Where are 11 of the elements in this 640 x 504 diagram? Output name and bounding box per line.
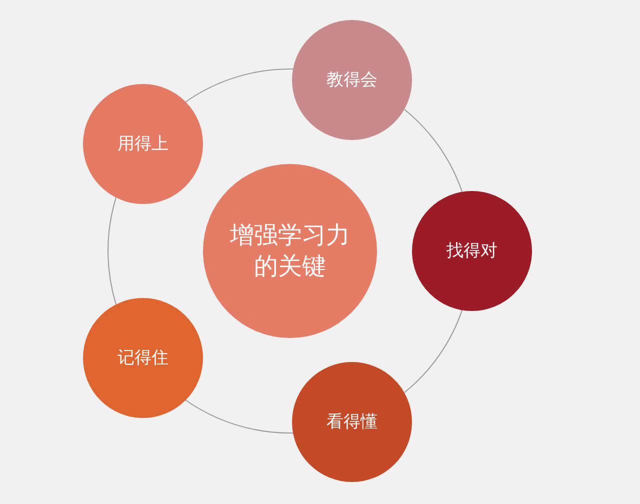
ring-arc [404,109,463,192]
ring-arc [108,197,116,305]
circle-label: 记得住 [116,346,170,370]
circle-label: 找得对 [446,240,498,262]
circle-label: 教得会 [326,68,379,92]
ring-arc [404,310,463,393]
circle-label: 用得上 [116,132,170,156]
circle-label: 增强学习力的关键 [229,220,351,282]
ring-arc [185,68,294,102]
ring-arc [185,400,294,434]
circle-label: 看得懂 [326,410,379,434]
